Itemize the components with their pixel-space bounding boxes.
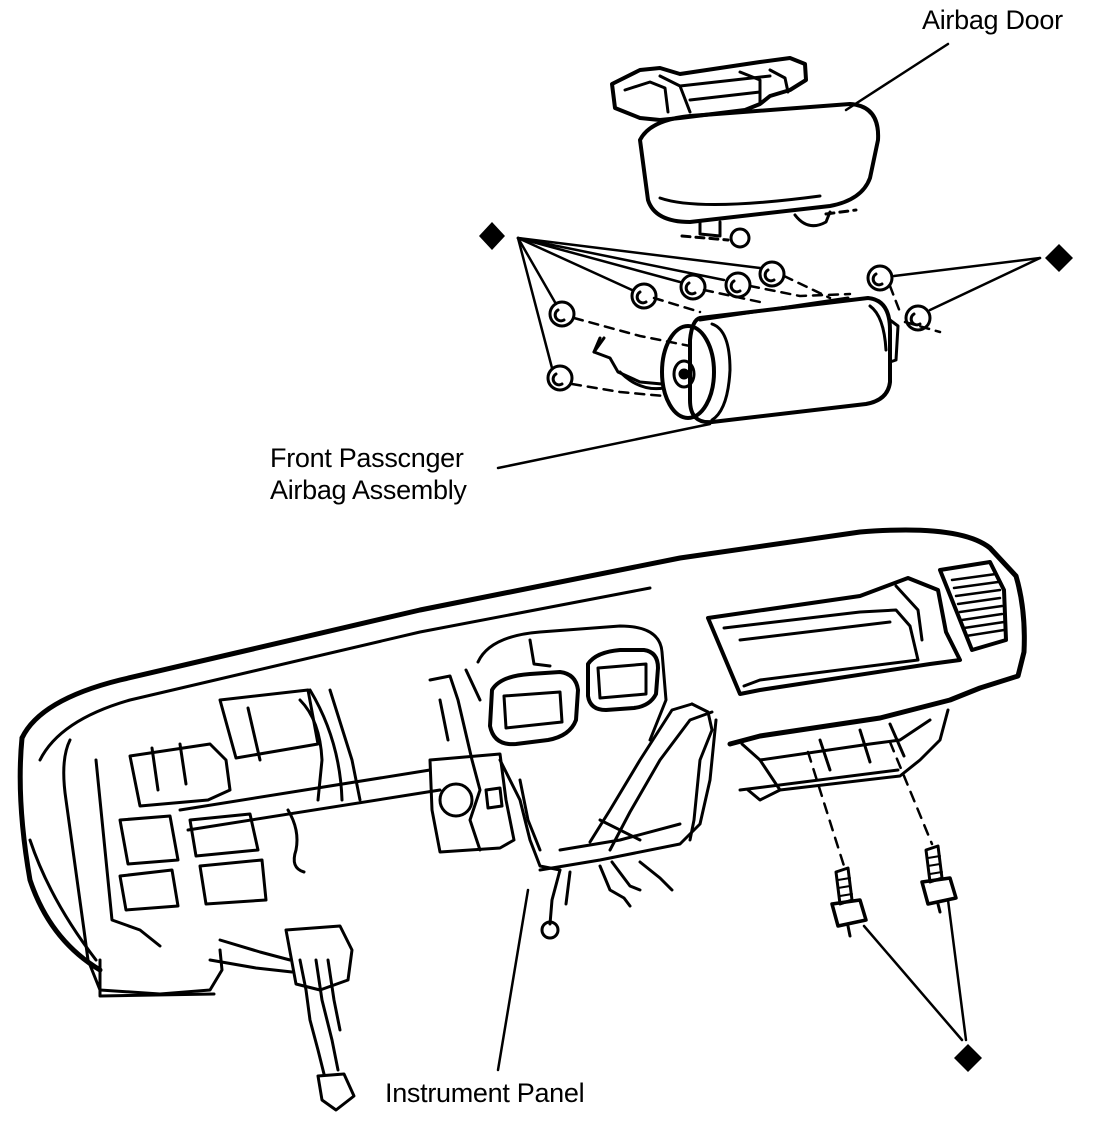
instrument-panel-text: Instrument Panel — [385, 1078, 585, 1108]
mounting-bolt-right — [920, 844, 958, 914]
airbag-door-text: Airbag Door — [922, 5, 1063, 35]
front-passenger-line1: Front Passcnger — [270, 443, 464, 473]
mounting-bolt-left — [830, 866, 868, 938]
instrument-panel-part — [17, 527, 1027, 1112]
front-passenger-airbag-label: Front Passcnger Airbag Assembly — [270, 442, 467, 506]
diamond-marker-group — [479, 222, 1073, 1072]
callout-lines — [496, 42, 968, 1072]
diamond-marker-upper-right — [1045, 244, 1073, 272]
front-passenger-line2: Airbag Assembly — [270, 475, 467, 505]
instrument-panel-label: Instrument Panel — [385, 1077, 585, 1109]
bolt-alignment-lines — [806, 740, 934, 868]
diamond-marker-upper-left — [479, 222, 505, 250]
airbag-door-label: Airbag Door — [922, 4, 1063, 36]
airbag-door-part — [610, 56, 881, 249]
diamond-marker-lower-right — [954, 1044, 982, 1072]
airbag-assembly-part — [516, 236, 1042, 425]
